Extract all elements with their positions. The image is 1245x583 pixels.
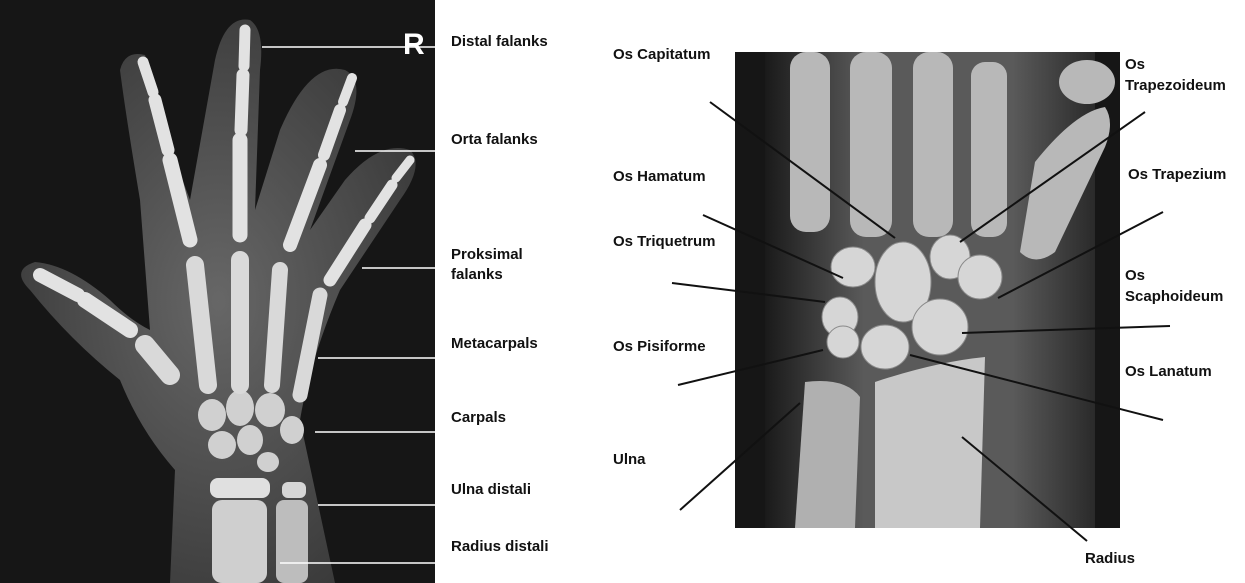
wrist-ulna	[795, 381, 860, 528]
label-os-scaphoideum-line2: Scaphoideum	[1125, 287, 1223, 307]
radius-bone	[212, 500, 267, 583]
label-radius: Radius	[1085, 549, 1135, 569]
label-carpals: Carpals	[451, 408, 506, 428]
ulna-bone	[276, 500, 308, 583]
radius-epiphysis	[210, 478, 270, 498]
label-ulna-distali: Ulna distali	[451, 480, 531, 500]
label-metacarpals: Metacarpals	[451, 334, 538, 354]
label-os-trapezium: Os Trapezium	[1128, 165, 1226, 185]
wrist-xray-image	[735, 52, 1120, 528]
wrist-radius	[875, 357, 985, 528]
label-os-lanatum: Os Lanatum	[1125, 362, 1212, 382]
label-os-trapezoideum-line2: Trapezoideum	[1125, 76, 1226, 96]
label-os-trapezoideum-line1: Os	[1125, 55, 1145, 75]
label-proksimal-falanks-line2: falanks	[451, 265, 503, 285]
label-os-pisiforme: Os Pisiforme	[613, 337, 706, 357]
label-proksimal-falanks-line1: Proksimal	[451, 245, 523, 265]
label-radius-distali: Radius distali	[451, 537, 549, 557]
label-os-hamatum: Os Hamatum	[613, 167, 706, 187]
label-ulna: Ulna	[613, 450, 646, 470]
ulna-epiphysis	[282, 482, 306, 498]
label-os-capitatum: Os Capitatum	[613, 45, 711, 65]
label-os-scaphoideum-line1: Os	[1125, 266, 1145, 286]
hand-xray: R	[0, 0, 435, 583]
side-marker: R	[403, 28, 425, 62]
label-orta-falanks: Orta falanks	[451, 130, 538, 150]
wrist-xray	[735, 52, 1120, 528]
hand-xray-image	[0, 0, 435, 583]
label-os-triquetrum: Os Triquetrum	[613, 232, 716, 252]
label-distal-falanks: Distal falanks	[451, 32, 548, 52]
